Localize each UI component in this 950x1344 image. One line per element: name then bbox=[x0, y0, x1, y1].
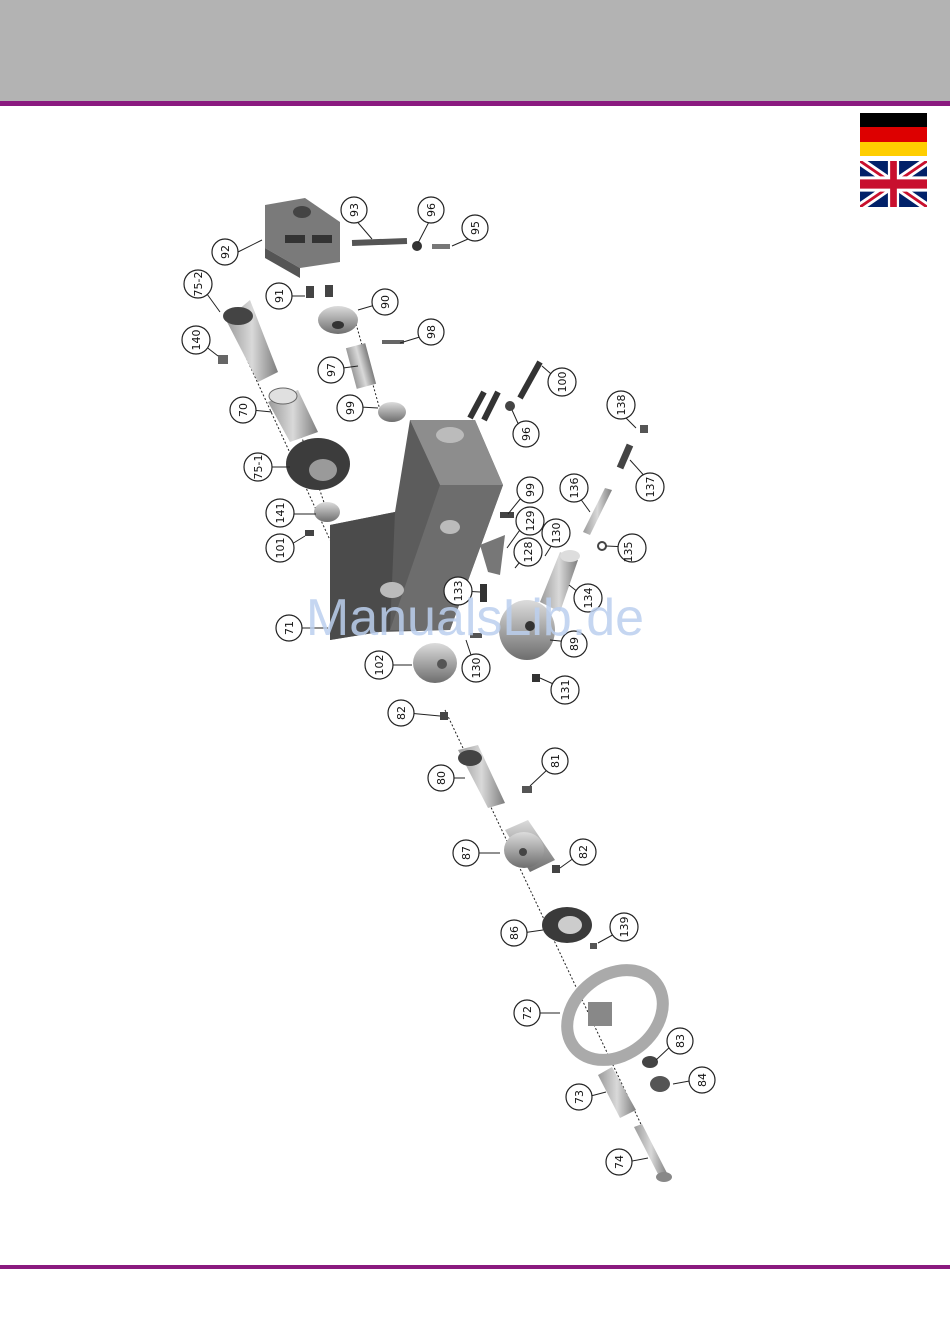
callout-83: 83 bbox=[667, 1028, 693, 1054]
callout-136: 136 bbox=[560, 474, 588, 502]
callout-75-1: 75-1 bbox=[244, 453, 272, 481]
callout-75-2: 75-2 bbox=[184, 270, 212, 298]
callout-70: 70 bbox=[230, 397, 256, 423]
callout-84: 84 bbox=[689, 1067, 715, 1093]
svg-text:95: 95 bbox=[469, 221, 482, 235]
callout-86: 86 bbox=[501, 920, 527, 946]
callout-130b: 130 bbox=[462, 654, 490, 682]
callout-93: 93 bbox=[341, 197, 367, 223]
callout-81: 81 bbox=[542, 748, 568, 774]
watermark: ManualsLib.de bbox=[0, 588, 950, 648]
callout-98: 98 bbox=[418, 319, 444, 345]
svg-text:74: 74 bbox=[613, 1155, 626, 1169]
svg-text:90: 90 bbox=[379, 295, 392, 309]
callout-97: 97 bbox=[318, 357, 344, 383]
callout-141: 141 bbox=[266, 499, 294, 527]
callout-92: 92 bbox=[212, 239, 238, 265]
callout-135: 135 bbox=[618, 534, 646, 563]
callout-82a: 82 bbox=[388, 700, 414, 726]
svg-text:101: 101 bbox=[274, 538, 287, 559]
callout-129: 129 bbox=[516, 507, 544, 535]
svg-text:81: 81 bbox=[549, 754, 562, 768]
callout-72: 72 bbox=[514, 1000, 540, 1026]
callout-130a: 130 bbox=[542, 519, 570, 547]
callout-131: 131 bbox=[551, 676, 579, 704]
svg-text:91: 91 bbox=[273, 289, 286, 303]
svg-text:137: 137 bbox=[644, 477, 657, 498]
svg-text:84: 84 bbox=[696, 1073, 709, 1087]
svg-text:98: 98 bbox=[425, 325, 438, 339]
svg-text:73: 73 bbox=[573, 1090, 586, 1104]
svg-text:96: 96 bbox=[520, 427, 533, 441]
callout-96b: 96 bbox=[513, 421, 539, 447]
svg-text:92: 92 bbox=[219, 245, 232, 259]
callout-74: 74 bbox=[606, 1149, 632, 1175]
svg-text:138: 138 bbox=[615, 395, 628, 416]
svg-text:99: 99 bbox=[344, 401, 357, 415]
svg-text:97: 97 bbox=[325, 363, 338, 377]
svg-text:99: 99 bbox=[524, 483, 537, 497]
svg-text:128: 128 bbox=[522, 542, 535, 563]
callout-100: 100 bbox=[548, 368, 576, 396]
svg-text:83: 83 bbox=[674, 1034, 687, 1048]
svg-text:135: 135 bbox=[622, 542, 635, 563]
svg-text:93: 93 bbox=[348, 203, 361, 217]
callout-139: 139 bbox=[610, 913, 638, 941]
callout-96a: 96 bbox=[418, 197, 444, 223]
svg-text:72: 72 bbox=[521, 1006, 534, 1020]
part-92-block bbox=[265, 198, 340, 278]
svg-text:80: 80 bbox=[435, 771, 448, 785]
svg-text:130: 130 bbox=[550, 523, 563, 544]
callout-140: 140 bbox=[182, 326, 210, 354]
callout-80: 80 bbox=[428, 765, 454, 791]
svg-text:102: 102 bbox=[373, 655, 386, 676]
callout-95: 95 bbox=[462, 215, 488, 241]
svg-text:136: 136 bbox=[568, 478, 581, 499]
callout-138: 138 bbox=[607, 391, 635, 419]
callout-91: 91 bbox=[266, 283, 292, 309]
callout-128: 128 bbox=[514, 538, 542, 566]
callout-102: 102 bbox=[365, 651, 393, 679]
svg-text:75-1: 75-1 bbox=[252, 455, 265, 480]
callout-90: 90 bbox=[372, 289, 398, 315]
svg-text:140: 140 bbox=[190, 330, 203, 351]
svg-text:96: 96 bbox=[425, 203, 438, 217]
svg-text:82: 82 bbox=[395, 706, 408, 720]
svg-text:75-2: 75-2 bbox=[192, 272, 205, 297]
callout-82b: 82 bbox=[570, 839, 596, 865]
svg-text:131: 131 bbox=[559, 680, 572, 701]
svg-text:139: 139 bbox=[618, 917, 631, 938]
svg-text:129: 129 bbox=[524, 511, 537, 532]
svg-text:100: 100 bbox=[556, 372, 569, 393]
callout-87: 87 bbox=[453, 840, 479, 866]
svg-text:87: 87 bbox=[460, 846, 473, 860]
footer-divider bbox=[0, 1265, 950, 1269]
callout-99b: 99 bbox=[517, 477, 543, 503]
svg-text:82: 82 bbox=[577, 845, 590, 859]
callout-101: 101 bbox=[266, 534, 294, 562]
svg-text:141: 141 bbox=[274, 503, 287, 524]
part-75-2-gear-shaft bbox=[218, 300, 278, 382]
callout-73: 73 bbox=[566, 1084, 592, 1110]
svg-text:70: 70 bbox=[237, 403, 250, 417]
callout-99a: 99 bbox=[337, 395, 363, 421]
callout-137: 137 bbox=[636, 473, 664, 501]
svg-text:86: 86 bbox=[508, 926, 521, 940]
svg-text:130: 130 bbox=[470, 658, 483, 679]
